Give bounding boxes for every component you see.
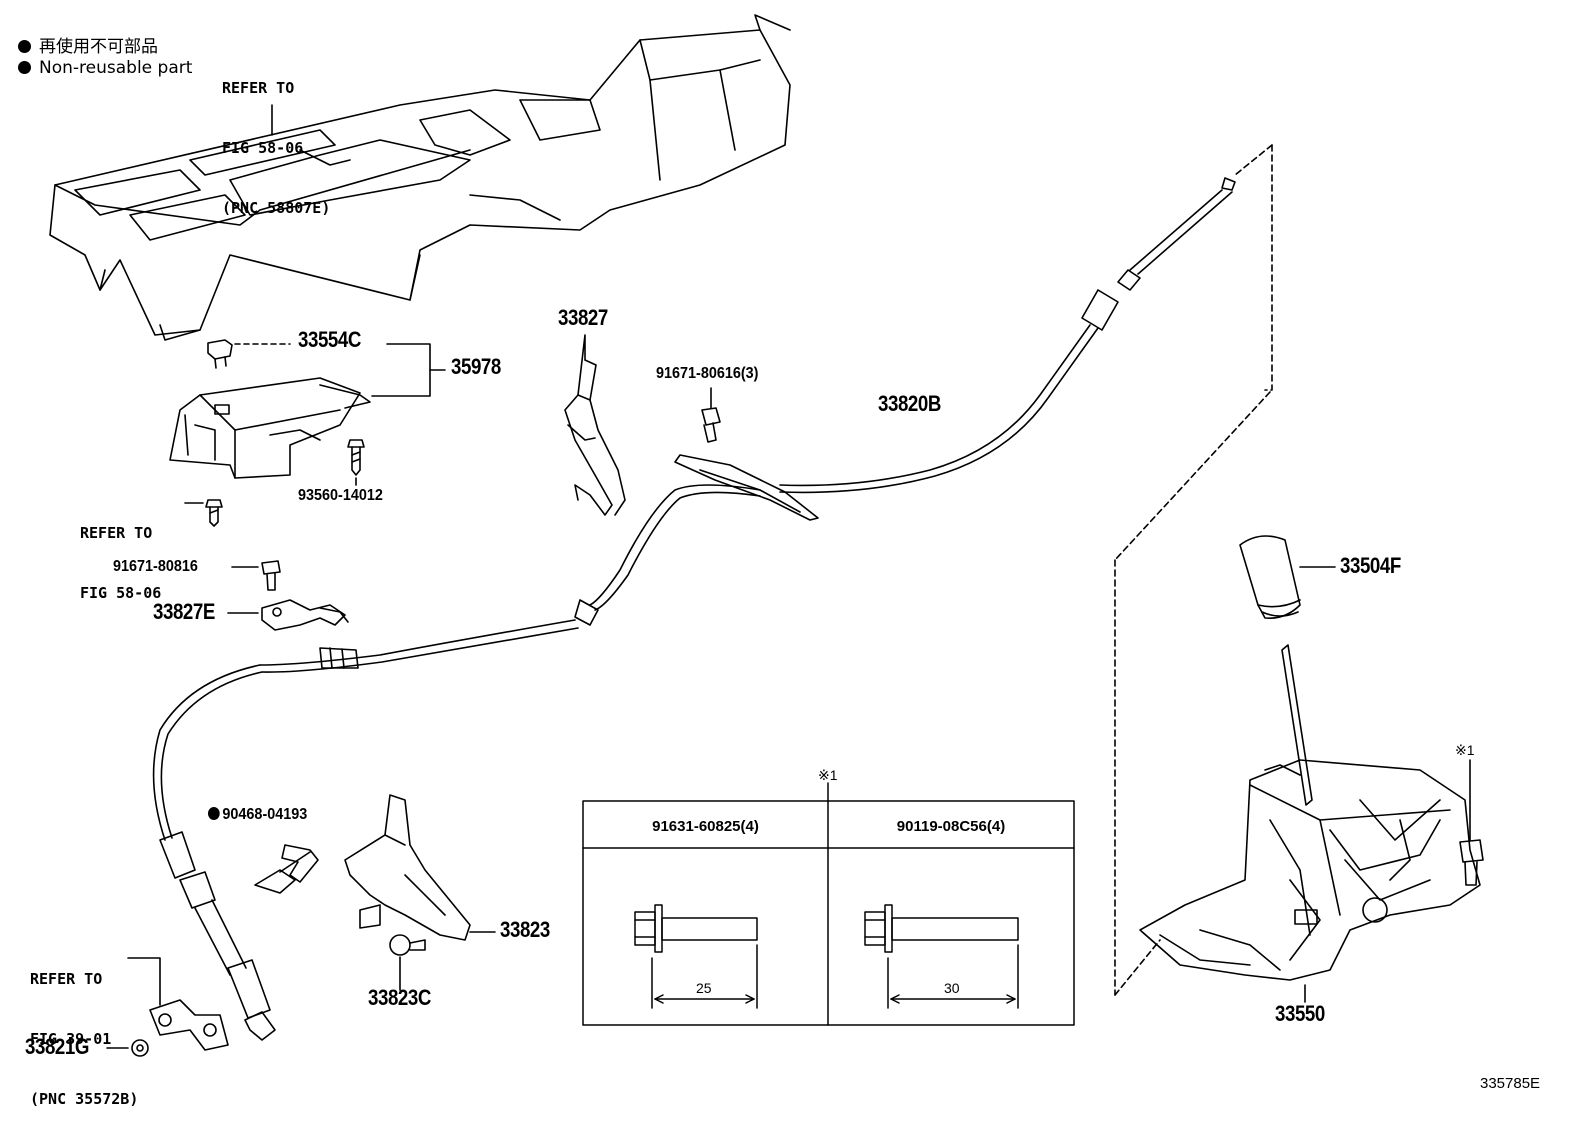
screw-ref-drawing <box>205 499 223 527</box>
legend-line-jp: 再使用不可部品 <box>18 32 158 57</box>
figure-id: 335785E <box>1480 1075 1541 1092</box>
part-label-33823c[interactable]: 33823C <box>368 985 431 1010</box>
part-label-35978[interactable]: 35978 <box>451 354 501 379</box>
part-label-33827e[interactable]: 33827E <box>153 599 215 624</box>
console-box-drawing <box>49 14 791 341</box>
clip-33554c-drawing <box>207 339 233 369</box>
part-label-33820b[interactable]: 33820B <box>878 391 941 416</box>
shifter-33550-drawing <box>1139 644 1481 981</box>
part-label-91671-80816[interactable]: 91671-80816 <box>113 558 198 575</box>
legend-line-en: Non-reusable part <box>18 58 192 78</box>
reference-note-console: REFER TO FIG 58-06 (PNC 58807E) <box>222 79 331 217</box>
parts-diagram-drawing <box>49 14 1484 1057</box>
bolt-91671-80816-drawing <box>261 560 281 591</box>
part-label-91671-80616[interactable]: 91671-80616(3) <box>656 365 759 382</box>
clamp-33827e-drawing <box>261 599 349 631</box>
bracket-33821g-drawing <box>131 999 229 1057</box>
part-label-33823[interactable]: 33823 <box>500 917 550 942</box>
screw-93560-drawing <box>347 439 365 476</box>
cable-33820b-drawing <box>152 177 1236 1041</box>
part-label-33554c[interactable]: 33554C <box>298 327 361 352</box>
bolt-91671-80616-drawing <box>701 387 721 443</box>
bolt-33823c-drawing <box>389 934 426 956</box>
bolt-table-drawing <box>582 782 1075 1026</box>
non-reusable-dot-icon <box>208 807 220 820</box>
bolt-shifter-drawing <box>1459 759 1484 886</box>
part-label-33504f[interactable]: 33504F <box>1340 553 1401 578</box>
non-reusable-dot-icon <box>18 61 31 74</box>
part-label-33821g[interactable]: 33821G <box>25 1034 90 1059</box>
reference-note-screw: REFER TO FIG 58-06 <box>80 524 162 602</box>
non-reusable-dot-icon <box>18 40 31 53</box>
note-mark-table: ※1 <box>818 767 838 783</box>
part-label-90468-04193[interactable]: 90468-04193 <box>208 805 307 825</box>
clip-90468-drawing <box>254 844 319 894</box>
bracket-35978-drawing <box>169 377 371 479</box>
part-label-33827[interactable]: 33827 <box>558 305 608 330</box>
note-mark-bolt: ※1 <box>1455 742 1475 758</box>
dimension-col2: 30 <box>944 980 960 996</box>
bracket-33827-drawing <box>564 334 626 516</box>
table-header-col1: 91631-60825(4) <box>652 818 759 835</box>
dimension-col1: 25 <box>696 980 712 996</box>
part-label-93560-14012[interactable]: 93560-14012 <box>298 487 383 504</box>
bracket-33823-drawing <box>344 794 471 941</box>
table-header-col2: 90119-08C56(4) <box>896 818 1006 835</box>
knob-33504f-drawing <box>1239 535 1301 620</box>
reference-note-bracket: REFER TO FIG 39-01 (PNC 35572B) <box>30 970 139 1108</box>
part-label-33550[interactable]: 33550 <box>1275 1001 1325 1026</box>
